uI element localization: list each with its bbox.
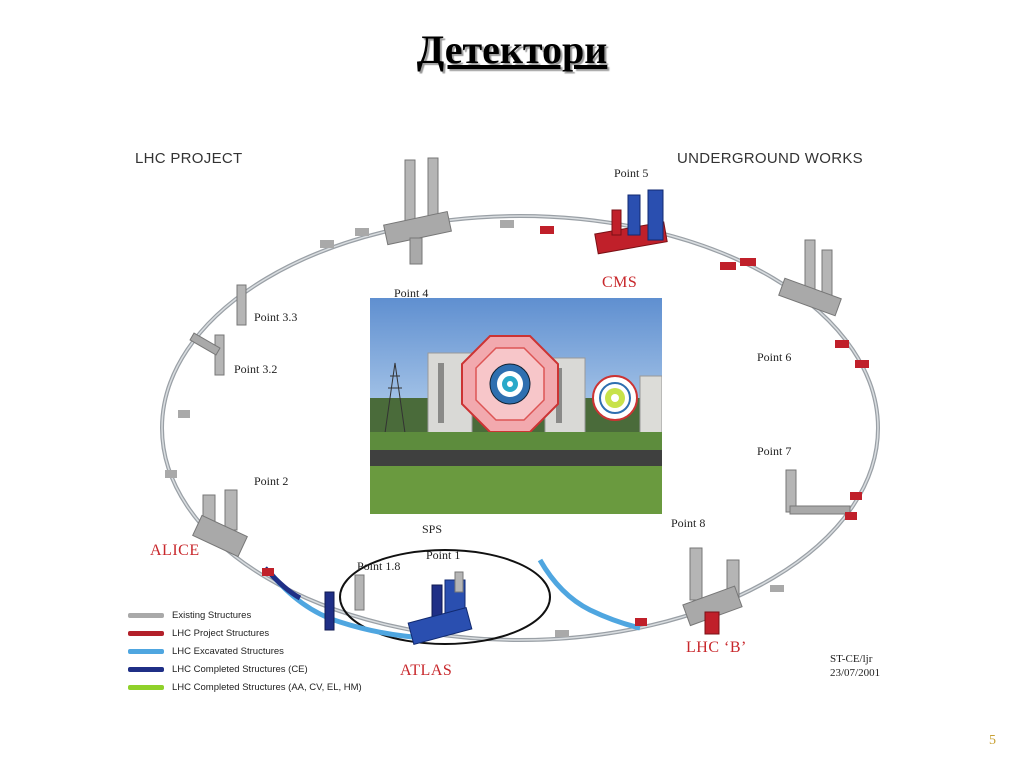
legend-swatch	[128, 684, 164, 690]
point2-alice-structure	[192, 489, 274, 576]
page-number: 5	[989, 733, 996, 748]
point3-structures	[189, 284, 247, 376]
legend-label: LHC Excavated Structures	[172, 645, 284, 657]
sps-ring	[339, 549, 551, 645]
point7-structure	[785, 469, 862, 520]
cms-building-photo	[370, 298, 662, 514]
label-point-7: Point 7	[757, 444, 792, 458]
label-point-6: Point 6	[757, 350, 792, 364]
label-point-2: Point 2	[254, 474, 289, 488]
legend-label: LHC Completed Structures (AA, CV, EL, HM…	[172, 681, 362, 693]
legend-item: LHC Completed Structures (AA, CV, EL, HM…	[128, 678, 362, 696]
legend-item: LHC Excavated Structures	[128, 642, 362, 660]
label-point-1-8: Point 1.8	[357, 559, 401, 573]
label-alice: ALICE	[150, 542, 200, 559]
legend-swatch	[128, 666, 164, 672]
point6-structure	[778, 239, 869, 368]
legend-label: Existing Structures	[172, 609, 252, 621]
credit-date: 23/07/2001	[830, 667, 881, 679]
label-point-5: Point 5	[614, 166, 649, 180]
legend-label: LHC Completed Structures (CE)	[172, 663, 308, 675]
slide-title: Детектори	[416, 27, 608, 72]
label-sps: SPS	[422, 522, 443, 536]
label-point-4: Point 4	[394, 286, 429, 300]
header-underground-works: UNDERGROUND WORKS	[677, 150, 863, 167]
label-point-1: Point 1	[426, 548, 461, 562]
header-lhc-project: LHC PROJECT	[135, 150, 243, 167]
legend: Existing Structures LHC Project Structur…	[128, 606, 362, 696]
point5-cms-structure	[540, 189, 756, 270]
credit: ST-CE/ljr 23/07/2001	[830, 652, 880, 680]
label-lhcb: LHC ‘B’	[686, 639, 747, 656]
transfer-tunnel-ti8	[537, 558, 641, 631]
point4-structure	[383, 157, 452, 265]
label-point-8: Point 8	[671, 516, 706, 530]
label-cms: CMS	[602, 274, 638, 291]
legend-swatch	[128, 612, 164, 618]
legend-swatch	[128, 648, 164, 654]
legend-swatch	[128, 630, 164, 636]
label-point-3-3: Point 3.3	[254, 310, 298, 324]
legend-item: LHC Completed Structures (CE)	[128, 660, 362, 678]
legend-item: LHC Project Structures	[128, 624, 362, 642]
legend-label: LHC Project Structures	[172, 627, 270, 639]
credit-author: ST-CE/ljr	[830, 653, 873, 665]
label-atlas: ATLAS	[400, 662, 453, 679]
point1-atlas-structure	[324, 571, 473, 646]
label-point-3-2: Point 3.2	[234, 362, 278, 376]
point8-lhcb-structure	[635, 547, 743, 635]
legend-item: Existing Structures	[128, 606, 362, 624]
